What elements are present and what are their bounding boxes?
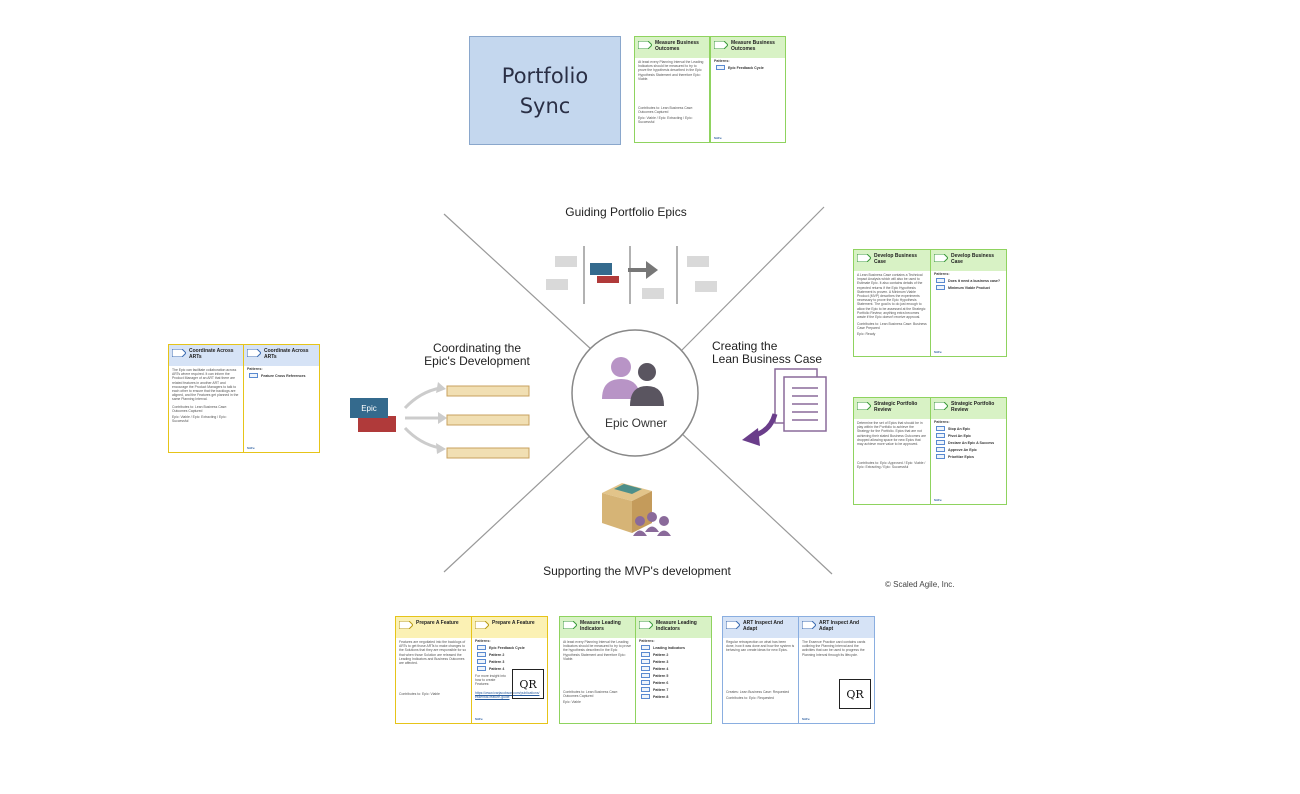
card-art-inspect-front: ART Inspect And Adapt Regular retrospect… [722,616,799,724]
portfolio-sync-sticky: Portfolio Sync [469,36,621,145]
activity-tag-icon [934,254,948,262]
label-supporting-mvp: Supporting the MVP's development [543,564,731,578]
brand-logo: SAFe [934,498,942,502]
card-measure-business-outcomes-front: Measure Business Outcomes At least every… [634,36,710,143]
label-guiding-portfolio-epics: Guiding Portfolio Epics [565,205,687,219]
mvp-box-icon [602,483,671,536]
activity-tag-icon [857,254,871,262]
activity-tag-icon [714,41,728,49]
card-prepare-feature-front: Prepare A Feature Features are negotiate… [395,616,472,724]
epic-split-icon [358,382,530,459]
activity-tag-icon [726,621,740,629]
card-prepare-feature-back: Prepare A Feature Patterns: Epic Feedbac… [471,616,548,724]
card-measure-business-outcomes-back: Measure Business Outcomes Patterns: Epic… [710,36,786,143]
activity-tag-icon [802,621,816,629]
epic-box: Epic [350,398,388,418]
activity-tag-icon [475,621,489,629]
feature-guide-link[interactable]: https://www.ivarjacobson.com/publication… [475,690,540,699]
card-measure-indicators-back: Measure Leading Indicators Patterns: Lea… [635,616,712,724]
activity-tag-icon [638,41,652,49]
brand-logo: SAFe [475,717,483,721]
card-measure-indicators-front: Measure Leading Indicators At least ever… [559,616,636,724]
card-strategic-review-back: Strategic Portfolio Review Patterns: Sto… [930,397,1007,505]
epic-owner-label: Epic Owner [604,416,668,430]
sticky-line-1: Portfolio [501,63,589,88]
copyright-text: © Scaled Agile, Inc. [885,580,955,589]
label-creating-line-1: Creating the [712,339,778,353]
activity-tag-icon [639,621,653,629]
activity-tag-icon [934,402,948,410]
qr-code: QR [512,669,544,699]
brand-logo: SAFe [714,136,722,140]
diagonal-line-tl [443,213,593,351]
brand-logo: SAFe [934,350,942,354]
card-develop-business-case-back: Develop Business Case Patterns: Does it … [930,249,1007,357]
qr-code: QR [839,679,871,709]
diagonal-line-tr [679,206,825,353]
epic-owner-people-icon [602,357,664,406]
label-creating-line-2: Lean Business Case [712,352,823,366]
diagonal-line-br [679,431,833,575]
brand-logo: SAFe [802,717,810,721]
brand-logo: SAFe [247,446,255,450]
diagonal-line-bl [443,433,593,573]
activity-tag-icon [399,621,413,629]
activity-tag-icon [247,349,261,357]
portfolio-kanban-icon [546,246,717,304]
card-coordinate-arts-front: Coordinate Across ARTs The Epic can faci… [168,344,244,453]
card-strategic-review-front: Strategic Portfolio Review Determine the… [853,397,931,505]
activity-tag-icon [563,621,577,629]
label-coordinating-line-1: Coordinating the [432,341,522,355]
card-coordinate-arts-back: Coordinate Across ARTs Patterns: Feature… [243,344,320,453]
sticky-line-2: Sync [519,93,571,118]
activity-tag-icon [857,402,871,410]
activity-tag-icon [172,349,186,357]
card-develop-business-case-front: Develop Business Case A Lean Business Ca… [853,249,931,357]
card-art-inspect-back: ART Inspect And Adapt The Essence Practi… [798,616,875,724]
business-case-documents-icon [742,368,827,446]
label-coordinating-line-2: Epic's Development [424,354,530,368]
